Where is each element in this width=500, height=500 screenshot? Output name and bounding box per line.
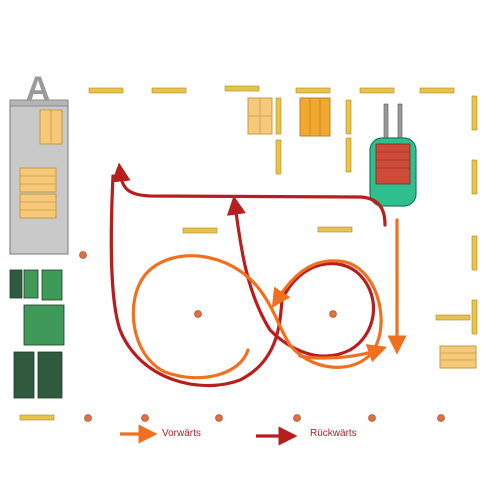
container bbox=[23, 269, 39, 299]
floor-marker bbox=[194, 310, 202, 318]
backward-path-upper bbox=[111, 162, 387, 227]
backward-path-right-loop bbox=[226, 195, 376, 358]
floor-pallets bbox=[247, 97, 477, 369]
floor-marker bbox=[141, 414, 149, 422]
rack-top-bar bbox=[9, 99, 69, 107]
forward-paths bbox=[131, 218, 407, 380]
floor-tape bbox=[345, 137, 352, 173]
floor-tape bbox=[224, 85, 260, 92]
floor-tape bbox=[275, 97, 282, 135]
rack-pallet bbox=[39, 109, 63, 145]
container bbox=[13, 351, 35, 399]
floor-tape bbox=[345, 99, 352, 135]
floor-marker bbox=[79, 251, 87, 259]
backward-paths bbox=[109, 162, 387, 388]
legend-backward-label: Rückwärts bbox=[310, 428, 357, 439]
zone-letter: A bbox=[26, 70, 51, 108]
floor-tape-markings bbox=[19, 85, 478, 421]
container bbox=[37, 351, 63, 399]
floor-marker bbox=[293, 414, 301, 422]
floor-tape bbox=[359, 87, 395, 94]
legend bbox=[120, 424, 298, 446]
floor-markers bbox=[79, 251, 445, 422]
backward-path-left-loop bbox=[109, 174, 284, 388]
floor-tape bbox=[182, 227, 218, 234]
floor-pallet bbox=[439, 345, 477, 369]
floor-tape bbox=[151, 87, 187, 94]
floor-marker bbox=[368, 414, 376, 422]
floor-tape bbox=[419, 87, 455, 94]
floor-tape bbox=[275, 139, 282, 175]
floor-marker bbox=[215, 414, 223, 422]
rack-zone-a: A bbox=[9, 70, 69, 255]
forklift-icon bbox=[369, 103, 417, 207]
container bbox=[9, 269, 23, 299]
floor-tape bbox=[435, 314, 471, 321]
container bbox=[41, 269, 63, 301]
containers bbox=[9, 269, 65, 399]
forward-path-left-loop bbox=[131, 254, 292, 380]
rack-pallet bbox=[19, 193, 57, 219]
floor-tape bbox=[471, 159, 478, 195]
floor-tape bbox=[471, 299, 478, 335]
floor-tape bbox=[88, 87, 124, 94]
rack-pallet bbox=[19, 167, 57, 193]
floor-tape bbox=[471, 95, 478, 131]
floor-tape bbox=[317, 226, 353, 233]
floor-tape bbox=[295, 87, 331, 94]
floor-marker bbox=[84, 414, 92, 422]
floor-marker bbox=[437, 414, 445, 422]
floor-pallet bbox=[299, 97, 331, 137]
forward-path-right-loop bbox=[271, 259, 383, 369]
forward-path-exit bbox=[298, 344, 388, 363]
legend-forward-label: Vorwärts bbox=[162, 428, 201, 439]
floor-tape bbox=[19, 414, 55, 421]
container bbox=[23, 304, 65, 346]
floor-marker bbox=[329, 310, 337, 318]
floor-pallet bbox=[247, 97, 273, 135]
floor-tape bbox=[471, 235, 478, 271]
